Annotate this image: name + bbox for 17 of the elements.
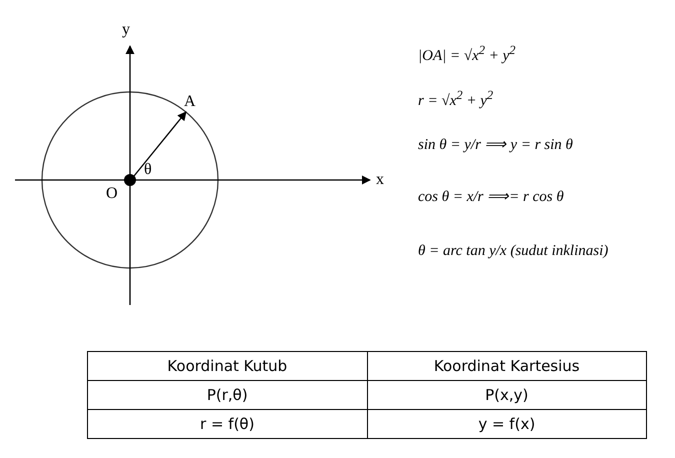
formula: θ = arc tan y/x (sudut inklinasi) — [418, 244, 608, 259]
table-cell: y = f(x) — [367, 410, 646, 438]
formula: r = √x$^{2}$ + y$^{2}$ — [418, 89, 494, 109]
origin-point: O — [106, 186, 118, 202]
header-cell: Koordinat Kartesius — [367, 352, 646, 380]
formula: |OA| = √x$^{2}$ + y$^{2}$ — [418, 44, 516, 64]
axis-label: y — [122, 22, 130, 38]
header-cell: Koordinat Kutub — [88, 352, 367, 380]
formula: sin θ = y/r ⟹ y = r sin θ — [418, 138, 573, 153]
table-cell: P(r,θ) — [88, 380, 367, 410]
angle-label: θ — [144, 162, 152, 178]
point-label: A — [184, 94, 196, 110]
axis-label: x — [376, 172, 384, 188]
formula: cos θ = x/r ⟹= r cos θ — [418, 190, 564, 205]
table-cell: P(x,y) — [367, 380, 646, 410]
table-cell: r = f(θ) — [88, 410, 367, 438]
radius-arrow — [134, 111, 187, 176]
